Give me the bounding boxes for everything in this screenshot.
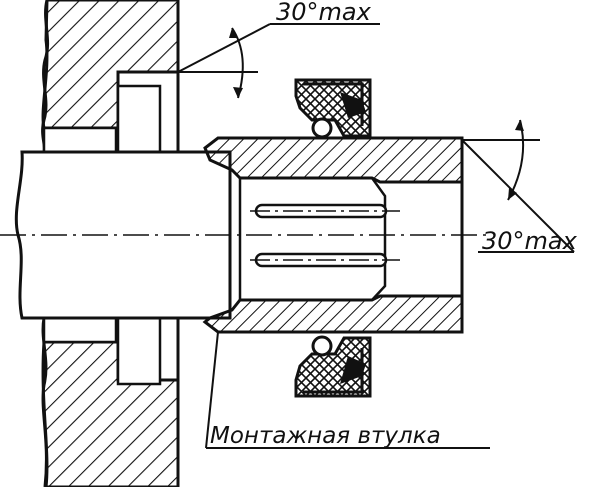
angle-label-top: 30°max bbox=[276, 0, 372, 26]
seal-lower-body bbox=[294, 336, 372, 398]
lip-seal-upper bbox=[294, 78, 372, 139]
housing-bore-lower bbox=[42, 316, 118, 344]
arrow-right-2 bbox=[508, 188, 517, 200]
sleeve-upper-wall bbox=[203, 136, 464, 184]
angle-annotation-right: 30°max bbox=[461, 119, 578, 255]
seal-upper-body bbox=[294, 78, 372, 138]
recess-lower bbox=[116, 316, 162, 386]
angle-label-right: 30°max bbox=[482, 227, 578, 255]
sleeve-label: Монтажная втулка bbox=[210, 423, 441, 449]
sleeve-callout: Монтажная втулка bbox=[205, 331, 490, 449]
seal-upper-lip bbox=[340, 92, 366, 118]
lip-seal-lower bbox=[294, 335, 372, 398]
sleeve-lower-wall bbox=[202, 294, 464, 334]
sleeve-leader bbox=[205, 331, 219, 449]
arrow-right-1 bbox=[515, 120, 524, 131]
housing-upper bbox=[41, 0, 180, 130]
angle-annotation-top: 30°max bbox=[177, 0, 380, 99]
leader-right bbox=[461, 139, 575, 253]
sleeve-step bbox=[370, 177, 387, 301]
leader-top bbox=[177, 23, 271, 73]
arrow-top-2 bbox=[233, 87, 243, 98]
seal-lower-lip bbox=[340, 356, 366, 384]
arrow-top-1 bbox=[229, 28, 238, 38]
housing-bore-upper bbox=[42, 126, 118, 154]
spring-upper bbox=[311, 117, 333, 139]
recess-upper bbox=[116, 84, 162, 154]
spring-lower bbox=[311, 335, 333, 357]
